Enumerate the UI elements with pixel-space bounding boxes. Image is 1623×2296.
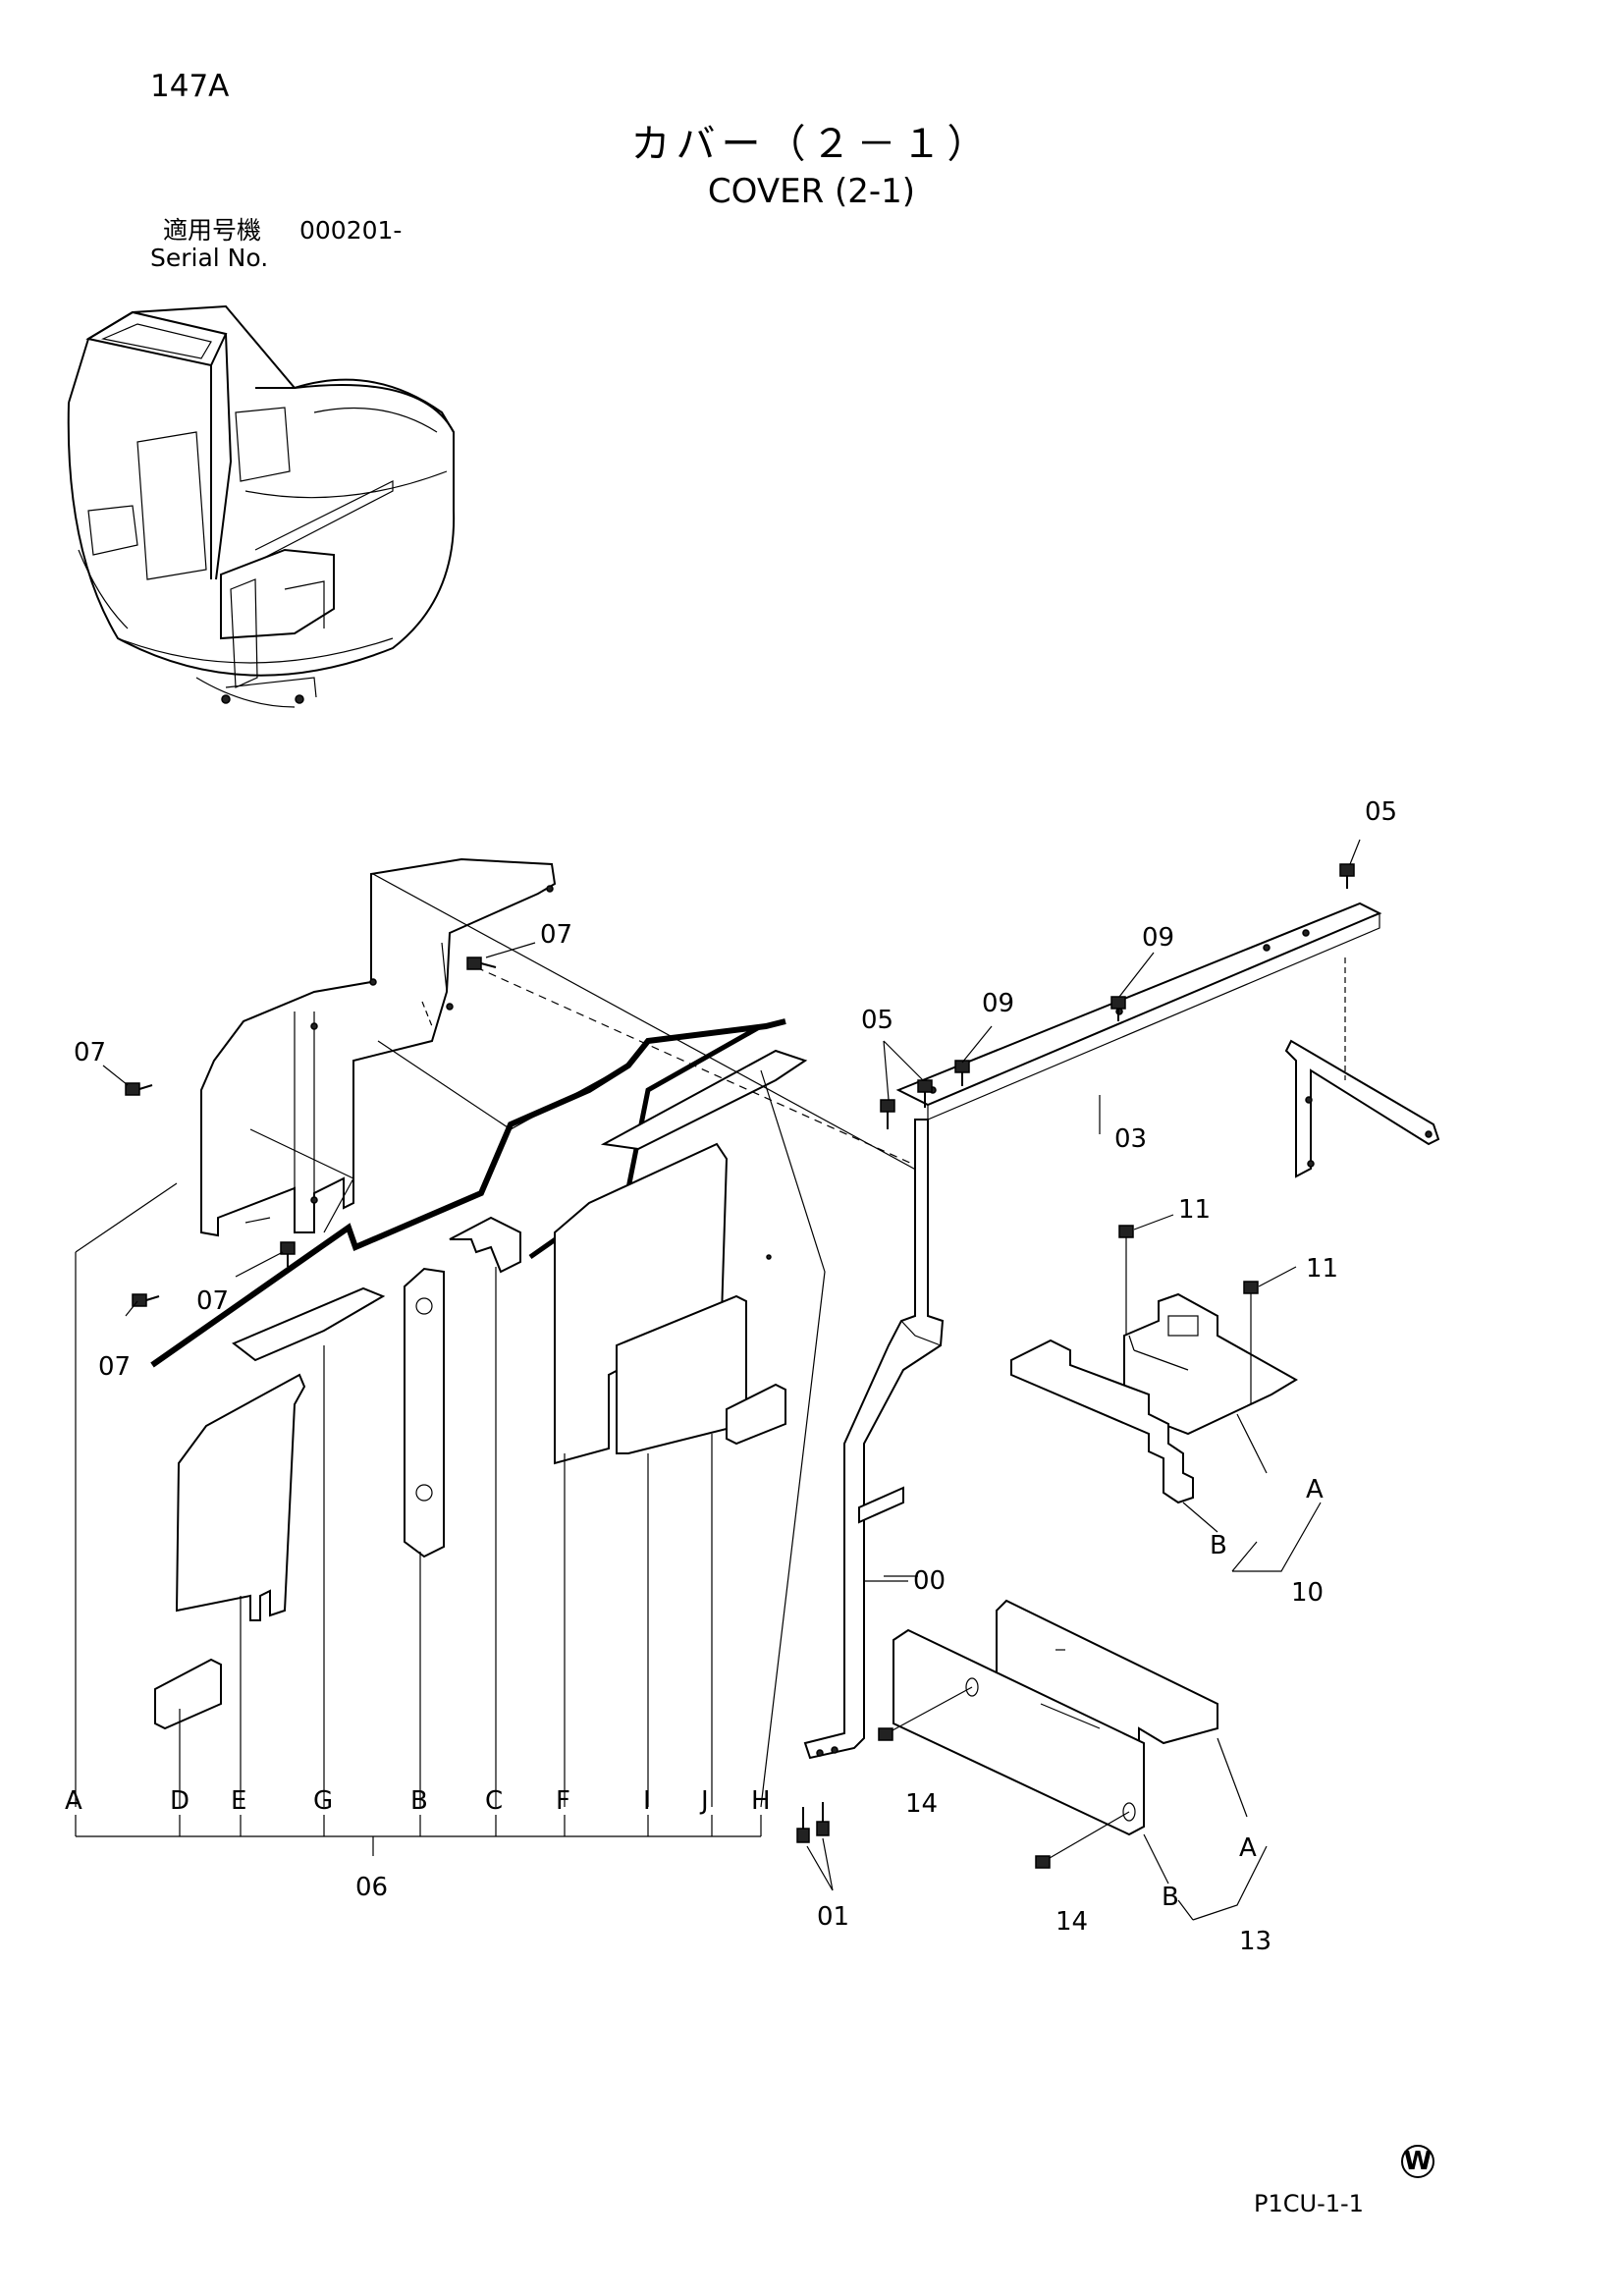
frame-rail-parts bbox=[372, 873, 1440, 1760]
bolt-07-top bbox=[466, 957, 497, 970]
letter-06-i: I bbox=[643, 1786, 651, 1816]
callout-13: 13 bbox=[1239, 1927, 1271, 1956]
letter-06-e: E bbox=[231, 1786, 246, 1816]
callout-10: 10 bbox=[1291, 1578, 1324, 1608]
callout-11-a: 11 bbox=[1178, 1195, 1211, 1225]
letter-06-b: B bbox=[410, 1786, 428, 1816]
drawing-code: P1CU-1-1 bbox=[1254, 2190, 1364, 2217]
bolt-14-b bbox=[1035, 1811, 1130, 1869]
page-title-jp: カバー（２－１） bbox=[630, 122, 993, 167]
callout-01: 01 bbox=[817, 1902, 849, 1932]
callout-leaders bbox=[102, 839, 1361, 1921]
callout-07-bottom: 07 bbox=[98, 1352, 131, 1382]
letter-06-a: A bbox=[65, 1786, 82, 1816]
callout-03: 03 bbox=[1114, 1124, 1147, 1154]
bolt-05-b bbox=[917, 1079, 933, 1108]
callout-05-mid: 05 bbox=[861, 1006, 893, 1035]
callout-11-b: 11 bbox=[1306, 1254, 1338, 1284]
bolts bbox=[125, 863, 1355, 1869]
callout-14-b: 14 bbox=[1055, 1907, 1088, 1937]
bolt-05-top bbox=[1339, 863, 1355, 889]
watermark-w-mark: W bbox=[1401, 2145, 1434, 2178]
callout-07-left: 07 bbox=[74, 1038, 106, 1067]
serial-value: 000201- bbox=[299, 216, 403, 245]
letter-13-a: A bbox=[1239, 1833, 1257, 1863]
bolt-11-b bbox=[1243, 1281, 1259, 1404]
bolt-01-a bbox=[796, 1807, 810, 1843]
bolt-14-a bbox=[878, 1686, 973, 1741]
callout-05-top: 05 bbox=[1365, 797, 1397, 827]
bolt-07-left bbox=[125, 1082, 153, 1096]
bolt-09-a bbox=[954, 1060, 970, 1086]
cover-assembly-10 bbox=[1010, 1292, 1298, 1504]
callout-14-a: 14 bbox=[905, 1789, 938, 1819]
letter-06-f: F bbox=[556, 1786, 570, 1816]
letter-06-c: C bbox=[485, 1786, 503, 1816]
letter-06-d: D bbox=[170, 1786, 189, 1816]
cover-assembly-13 bbox=[893, 1599, 1218, 1836]
callout-07-top: 07 bbox=[540, 920, 572, 950]
serial-label-jp: 適用号機 bbox=[163, 216, 262, 245]
bolt-07-bottom bbox=[132, 1293, 160, 1307]
letters-06: A D E G B C F I J H bbox=[65, 1786, 771, 1816]
bolt-07-lower bbox=[280, 1241, 296, 1267]
letter-10-b: B bbox=[1210, 1531, 1227, 1560]
page-title-en: COVER (2-1) bbox=[707, 172, 916, 211]
cover-assembly-06 bbox=[75, 857, 826, 1856]
letter-10-a: A bbox=[1306, 1475, 1324, 1504]
letters-10: A B bbox=[1210, 1475, 1324, 1560]
callout-09-b: 09 bbox=[1142, 923, 1174, 953]
callout-00: 00 bbox=[913, 1566, 946, 1596]
callout-07-lower: 07 bbox=[196, 1286, 229, 1316]
letter-06-h: H bbox=[751, 1786, 771, 1816]
bolt-01-b bbox=[816, 1802, 830, 1836]
callout-09-a: 09 bbox=[982, 989, 1014, 1018]
bolt-09-b bbox=[1110, 996, 1126, 1021]
callout-labels: 05 07 07 07 07 05 09 09 03 11 11 10 00 1… bbox=[74, 797, 1397, 1956]
callout-06: 06 bbox=[355, 1873, 388, 1902]
serial-label-en: Serial No. bbox=[150, 244, 269, 272]
bolt-11-a bbox=[1118, 1225, 1134, 1336]
letter-13-b: B bbox=[1162, 1883, 1179, 1912]
letters-13: A B bbox=[1162, 1833, 1257, 1912]
bolt-05-a bbox=[880, 1099, 895, 1129]
machine-overview-illustration bbox=[67, 304, 456, 708]
page-id: 147A bbox=[150, 69, 230, 104]
letter-06-j: J bbox=[699, 1786, 709, 1816]
letter-06-g: G bbox=[313, 1786, 333, 1816]
